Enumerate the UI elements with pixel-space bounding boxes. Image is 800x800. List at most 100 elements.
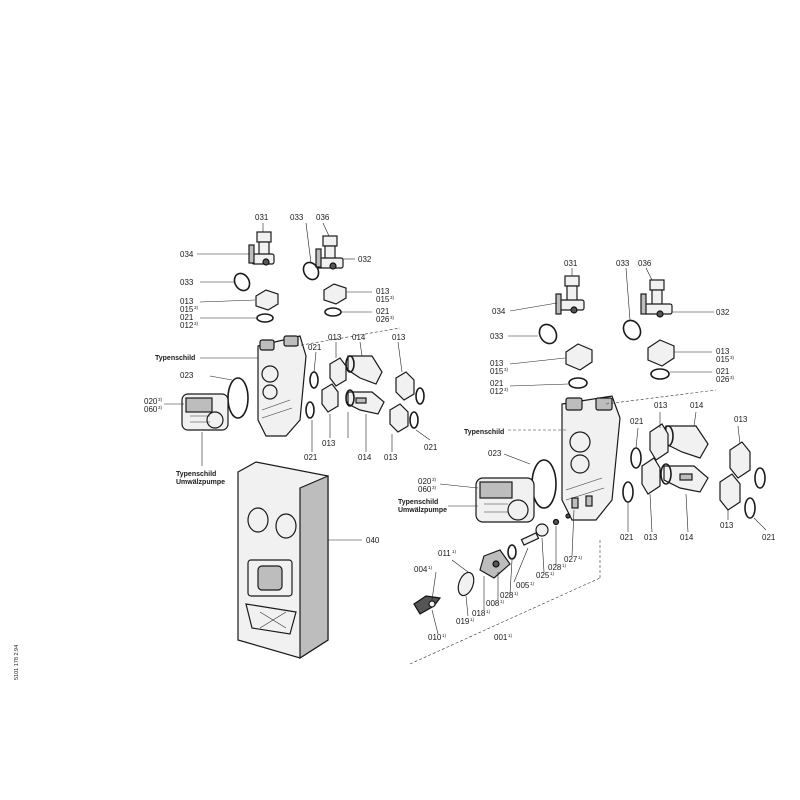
callout-034: 034 [492,307,506,316]
callout-sup: 1) [562,563,567,568]
callout-060: 060 [418,485,432,494]
seal-021 [309,371,319,389]
union-nut-013 [395,371,415,401]
union-nut-013 [729,441,751,479]
gasket-023 [531,459,557,509]
callout-026: 026 [376,315,390,324]
callout-008: 008 [486,599,500,608]
seal-021 [630,447,642,469]
seal-021 [754,467,766,489]
venting-assembly [413,495,593,615]
callout-014: 014 [680,533,694,542]
callout-031: 031 [255,213,269,222]
callout-021: 021 [630,417,644,426]
seal-ring-033 [622,319,642,341]
union-nut-013 [565,343,593,371]
valve-031 [555,275,585,315]
callout-021: 021 [180,313,194,322]
callout-027: 027 [564,555,578,564]
callout-015: 015 [490,367,504,376]
callout-014: 014 [690,401,704,410]
callout-021: 021 [304,453,318,462]
union-nut-013 [647,339,675,367]
callout-sup: 3) [730,375,735,380]
callout-013: 013 [328,333,342,342]
callout-034: 034 [180,250,194,259]
callout-021: 021 [620,533,634,542]
callout-sup: 1) [428,565,433,570]
callout-023: 023 [180,371,194,380]
seal-021 [744,497,756,519]
union-nut-013 [719,473,741,511]
elbow-014-lower [660,463,709,493]
label-typenschild: Typenschild [176,471,216,478]
label-typenschild: Typenschild [155,355,195,362]
callout-021: 021 [424,443,438,452]
seal-021 [622,481,634,503]
callout-021: 021 [308,343,322,352]
callout-012: 012 [180,321,194,330]
callout-sup: 3) [432,477,437,482]
seal-021 [305,401,315,419]
callout-005: 005 [516,581,530,590]
callout-060: 060 [144,405,158,414]
callout-033: 033 [490,332,504,341]
callout-033: 033 [290,213,304,222]
callout-sup: 3) [158,405,163,410]
callout-sup: 3) [432,485,437,490]
callout-sup: 3) [504,367,509,372]
callout-sup: 1) [530,581,535,586]
label-typenschild: Typenschild [398,499,438,506]
union-nut-013 [255,289,279,311]
callout-sup: 3) [390,315,395,320]
callout-001: 001 [494,633,508,642]
callout-013: 013 [180,297,194,306]
label-umwaelzpumpe: Umwälzpumpe [176,479,225,486]
union-nut-013 [649,423,669,461]
circulation-pump-motor [181,393,229,431]
pump-housing [561,395,621,521]
callout-036: 036 [316,213,330,222]
elbow-014-upper [345,355,383,385]
callout-013: 013 [716,347,730,356]
callout-sup: 3) [194,321,199,326]
callout-sup: 3) [504,387,509,392]
right-assembly: 031 033 036 034 032 033 013 015 3) 021 0… [398,259,776,665]
callout-sup: 1) [442,633,447,638]
callout-sup: 1) [550,571,555,576]
callout-sup: 3) [730,355,735,360]
callout-015: 015 [376,295,390,304]
elbow-014-upper [662,425,709,459]
callout-014: 014 [358,453,372,462]
callout-013: 013 [392,333,406,342]
callout-023: 023 [488,449,502,458]
seal-ring-033 [302,261,320,281]
callout-013: 013 [376,287,390,296]
callout-021: 021 [490,379,504,388]
callout-015: 015 [180,305,194,314]
callout-018: 018 [472,609,486,618]
callout-031: 031 [564,259,578,268]
seal-021 [256,313,274,323]
callout-013: 013 [734,415,748,424]
callout-sup: 1) [508,633,513,638]
callout-sup: 1) [514,591,519,596]
valve-036 [315,235,344,270]
callout-020: 020 [418,477,432,486]
document-code: 5101 178 2.94 [14,645,20,680]
callout-028: 028 [500,591,514,600]
label-typenschild: Typenschild [464,429,504,436]
callout-021: 021 [762,533,776,542]
seal-ring-033 [538,323,558,345]
callout-013: 013 [322,439,336,448]
seal-021 [324,307,342,317]
callout-019: 019 [456,617,470,626]
seal-021 [409,411,419,429]
union-nut-013 [641,457,661,495]
union-nut-013 [321,383,339,413]
seal-021 [415,387,425,405]
callout-013: 013 [644,533,658,542]
callout-sup: 1) [486,609,491,614]
callout-sup: 3) [194,305,199,310]
